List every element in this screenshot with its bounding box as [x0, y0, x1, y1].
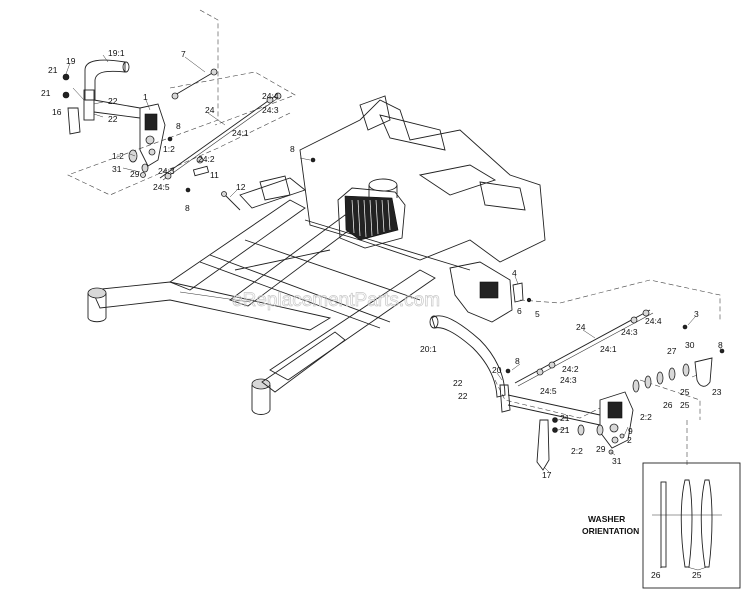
callout-29: 29	[130, 169, 140, 179]
callout-5: 5	[535, 309, 540, 319]
callout-11: 11	[210, 170, 219, 180]
callout-24-3: 24:3	[560, 375, 577, 385]
callout-19: 19	[66, 56, 76, 66]
callout-7: 7	[181, 49, 186, 59]
callout-8: 8	[290, 144, 295, 154]
callout-24: 24	[576, 322, 586, 332]
mower-frame	[87, 95, 546, 415]
callout-25: 25	[680, 387, 690, 397]
callout-25-box: 25	[692, 570, 702, 580]
callout-24-2: 24:2	[562, 364, 579, 374]
callout-8: 8	[185, 203, 190, 213]
washer-orientation-box: WASHER ORIENTATION 26 25	[582, 462, 741, 589]
callout-24-5: 24:5	[540, 386, 557, 396]
callout-24-3: 24:3	[262, 105, 279, 115]
callout-20: 20	[492, 365, 502, 375]
callout-26: 26	[663, 400, 673, 410]
washer-orientation-title-line2: ORIENTATION	[582, 526, 639, 536]
callout-24-4: 24:4	[645, 316, 662, 326]
callout-24-3: 24:3	[621, 327, 638, 337]
callout-24-1: 24:1	[232, 128, 249, 138]
callout-2: 2	[627, 435, 632, 445]
callout-24-5: 24:5	[153, 182, 170, 192]
right-control-assembly	[429, 282, 725, 471]
callout-9: 9	[628, 426, 633, 436]
callout-8: 8	[176, 121, 181, 131]
callout-31: 31	[612, 456, 622, 466]
callout-2-2: 2:2	[640, 412, 652, 422]
callout-24-1: 24:1	[600, 344, 617, 354]
callout-1-2: 1:2	[112, 151, 124, 161]
callout-19-1: 19:1	[108, 48, 125, 58]
engine	[337, 178, 406, 249]
callout-24-2: 24:2	[198, 154, 215, 164]
callout-4: 4	[512, 268, 517, 278]
callout-21: 21	[41, 88, 51, 98]
callout-24: 24	[205, 105, 215, 115]
callout-23: 23	[712, 387, 722, 397]
callout-31: 31	[112, 164, 122, 174]
callout-6: 6	[517, 306, 522, 316]
callout-24-3: 24:3	[158, 166, 175, 176]
callout-21: 21	[560, 425, 570, 435]
callout-1-2: 1:2	[163, 144, 175, 154]
callout-22: 22	[108, 114, 118, 124]
callout-21: 21	[560, 413, 570, 423]
callout-21: 21	[48, 65, 58, 75]
callout-22: 22	[108, 96, 118, 106]
dashed-group-lines	[67, 9, 721, 465]
callout-25: 25	[680, 400, 690, 410]
callout-labels: 19:1 7 21 19 21 22 16 22 1 24 24:4 24:3 …	[41, 48, 723, 480]
callout-8: 8	[718, 340, 723, 350]
callout-8: 8	[515, 356, 520, 366]
callout-22: 22	[458, 391, 468, 401]
callout-22: 22	[453, 378, 463, 388]
callout-1: 1	[143, 92, 148, 102]
leader-lines	[65, 54, 723, 473]
callout-16: 16	[52, 107, 62, 117]
washer-orientation-title-line1: WASHER	[588, 514, 625, 524]
callout-20-1: 20:1	[420, 344, 437, 354]
callout-3: 3	[694, 309, 699, 319]
watermark-text: eReplacementParts.com	[232, 290, 440, 311]
callout-26-box: 26	[651, 570, 661, 580]
callout-2-2: 2:2	[571, 446, 583, 456]
callout-30: 30	[685, 340, 695, 350]
callout-24-4: 24:4	[262, 91, 279, 101]
callout-17: 17	[542, 470, 552, 480]
callout-29: 29	[596, 444, 606, 454]
left-control-assembly	[62, 59, 316, 211]
callout-12: 12	[236, 182, 246, 192]
callout-27: 27	[667, 346, 677, 356]
